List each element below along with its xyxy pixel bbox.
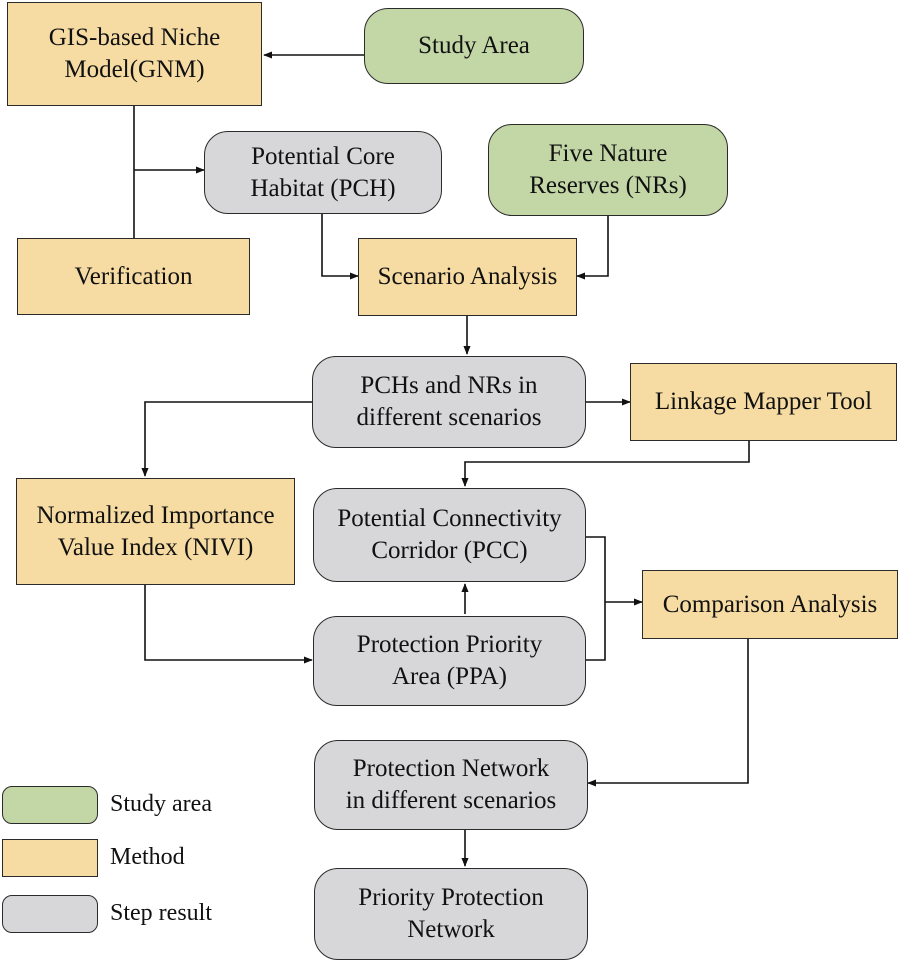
edge-linkage-to-pcc bbox=[461, 441, 750, 487]
linkage-mapper-label: Linkage Mapper Tool bbox=[654, 388, 873, 415]
legend-label-step-result: Step result bbox=[110, 900, 212, 926]
nrs-label: Five Nature Reserves (NRs) bbox=[529, 140, 687, 199]
ppa-label: Protection Priority Area (PPA) bbox=[356, 631, 543, 690]
nrs-study-box: Five Nature Reserves (NRs) bbox=[488, 124, 728, 216]
edge-nrs-to-scenario bbox=[576, 216, 609, 280]
priority-network-label: Priority Protection Network bbox=[358, 884, 544, 943]
pchs-nrs-result-box: PCHs and NRs in different scenarios bbox=[312, 356, 586, 448]
study-area-label: Study Area bbox=[418, 32, 530, 59]
comparison-analysis-label: Comparison Analysis bbox=[662, 590, 878, 618]
pch-result-box: Potential Core Habitat (PCH) bbox=[204, 131, 442, 214]
pchs-nrs-label: PCHs and NRs in different scenarios bbox=[356, 372, 542, 431]
legend-label-study-area: Study area bbox=[110, 791, 212, 817]
legend-swatch-method bbox=[2, 839, 98, 877]
protection-network-label: Protection Network in different scenario… bbox=[345, 755, 557, 814]
gnm-label: GIS-based Niche Model(GNM) bbox=[48, 24, 221, 83]
linkage-mapper-box: Linkage Mapper Tool bbox=[630, 363, 897, 441]
legend-swatch-study-area bbox=[2, 786, 98, 824]
verification-method-box: Verification bbox=[17, 238, 250, 315]
priority-network-box: Priority Protection Network bbox=[314, 868, 588, 960]
nivi-method-box: Normalized Importance Value Index (NIVI) bbox=[16, 478, 295, 585]
edge-comparison-to-network bbox=[587, 639, 749, 787]
study-area-box: Study Area bbox=[364, 8, 584, 84]
edge-pcc-to-comparison bbox=[586, 536, 606, 661]
nivi-label: Normalized Importance Value Index (NIVI) bbox=[36, 501, 275, 561]
comparison-analysis-box: Comparison Analysis bbox=[642, 570, 898, 639]
gnm-method-box: GIS-based Niche Model(GNM) bbox=[7, 2, 262, 106]
pch-label: Potential Core Habitat (PCH) bbox=[250, 142, 396, 202]
legend-label-method: Method bbox=[110, 844, 185, 870]
scenario-analysis-label: Scenario Analysis bbox=[377, 263, 558, 290]
edge-nivi-to-ppa bbox=[144, 585, 313, 664]
edge-pchs-nrs-to-nivi bbox=[141, 401, 312, 477]
legend-swatch-step-result bbox=[2, 895, 98, 933]
edge-pch-to-scenario bbox=[321, 214, 359, 280]
pcc-label: Potential Connectivity Corridor (PCC) bbox=[337, 505, 562, 564]
ppa-result-box: Protection Priority Area (PPA) bbox=[313, 616, 586, 706]
scenario-analysis-box: Scenario Analysis bbox=[358, 238, 577, 316]
protection-network-box: Protection Network in different scenario… bbox=[314, 740, 588, 830]
verification-label: Verification bbox=[74, 262, 193, 290]
pcc-result-box: Potential Connectivity Corridor (PCC) bbox=[313, 488, 586, 582]
